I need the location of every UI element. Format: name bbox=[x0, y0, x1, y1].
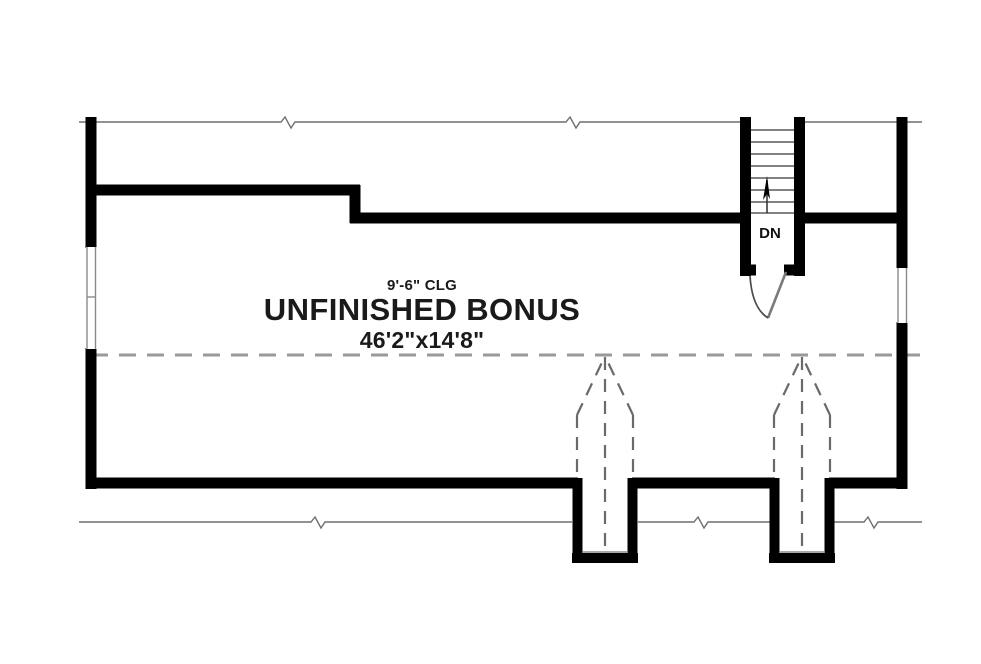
dormer-right-roof-hip-right bbox=[801, 355, 831, 416]
stair-door-swing-arc bbox=[749, 275, 769, 319]
interior-partition-walls bbox=[86, 184, 907, 224]
break-line-bottom-mid bbox=[638, 515, 774, 530]
stair-door-icon bbox=[749, 271, 788, 319]
stair-direction-arrow-icon bbox=[763, 176, 770, 213]
break-line-bottom-left bbox=[79, 515, 572, 530]
break-line-top bbox=[79, 115, 745, 130]
dormer-right bbox=[769, 355, 835, 563]
stair-door-leaf bbox=[766, 271, 788, 319]
dormer-left-roof-hip-right bbox=[604, 355, 634, 416]
stair-direction-label: DN bbox=[759, 225, 781, 242]
left-window-opening bbox=[86, 247, 97, 349]
roof-eave-lines bbox=[79, 115, 922, 530]
right-window-opening bbox=[897, 268, 908, 323]
ceiling-height-label: 9'-6" CLG bbox=[387, 277, 457, 294]
stair-treads bbox=[751, 129, 794, 214]
stairway: DN bbox=[740, 117, 805, 319]
room-label-group: 9'-6" CLG UNFINISHED BONUS 46'2"x14'8" bbox=[264, 277, 580, 353]
room-name-label: UNFINISHED BONUS bbox=[264, 292, 580, 327]
dormer-right-roof-hip-left bbox=[773, 355, 803, 416]
dormer-left bbox=[572, 355, 638, 563]
windows bbox=[86, 247, 908, 349]
exterior-walls bbox=[85, 117, 908, 489]
dormer-left-roof-hip-left bbox=[576, 355, 606, 416]
room-dimensions-label: 46'2"x14'8" bbox=[360, 327, 485, 353]
break-line-bottom-right bbox=[830, 515, 922, 530]
